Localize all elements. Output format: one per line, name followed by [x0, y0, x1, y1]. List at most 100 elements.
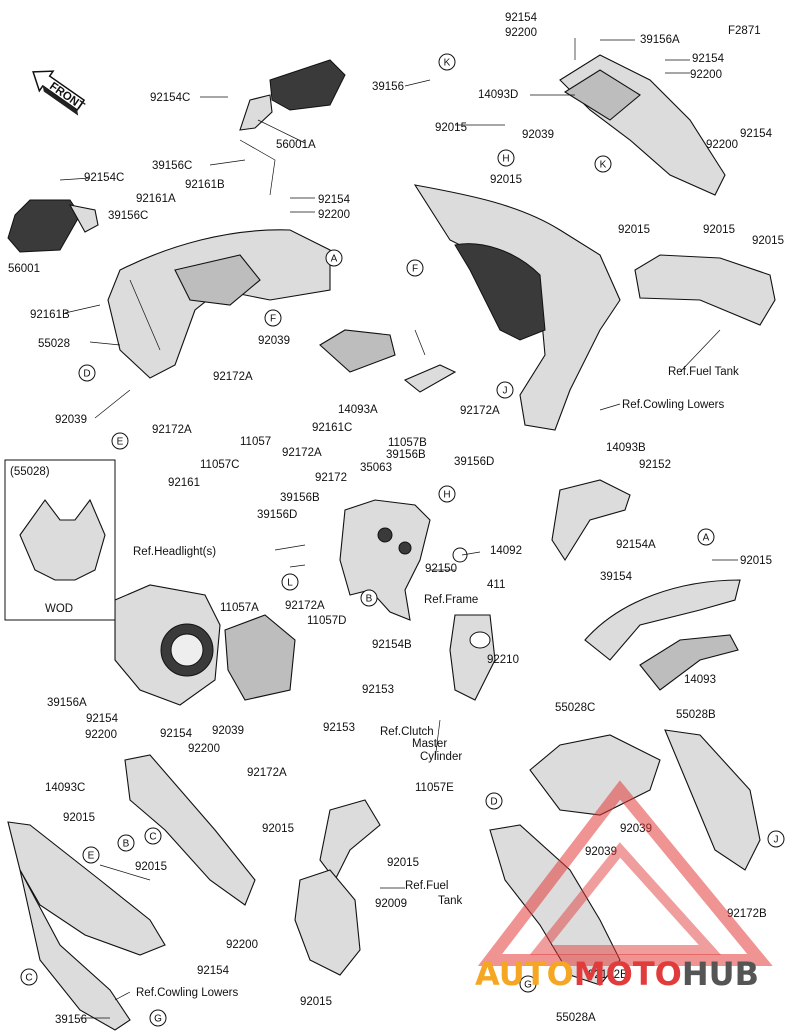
- svg-text:G: G: [154, 1014, 162, 1025]
- part-label: 39156C: [152, 160, 192, 172]
- part-label: 39156: [55, 1014, 87, 1026]
- headlight-assembly-part: [114, 584, 296, 706]
- svg-text:K: K: [600, 160, 607, 171]
- part-label: 39156D: [257, 509, 297, 521]
- part-label: 92200: [690, 69, 722, 81]
- callout-f: F: [406, 259, 424, 277]
- svg-text:F: F: [270, 314, 276, 325]
- callout-j: J: [496, 381, 514, 399]
- svg-text:D: D: [490, 797, 497, 808]
- part-label: Ref.Frame: [424, 594, 478, 606]
- part-label: 11057E: [415, 782, 454, 794]
- part-label: 92154: [505, 12, 538, 24]
- part-label: 39156B: [386, 449, 426, 461]
- part-label: 11057: [240, 436, 271, 448]
- wod-title: (55028): [10, 466, 50, 478]
- part-label: 92015: [300, 996, 332, 1008]
- frame-bracket-part: [449, 614, 496, 701]
- part-label: 92172A: [152, 424, 192, 436]
- part-label: 14092: [490, 545, 522, 557]
- part-label: 92039: [258, 335, 290, 347]
- cowling-lower-left-part: [7, 821, 166, 1031]
- part-label: 92200: [706, 139, 738, 151]
- front-arrow-icon: FRONT: [32, 70, 86, 116]
- svg-text:J: J: [503, 386, 508, 397]
- part-label: 92172B: [588, 969, 628, 981]
- part-label: 92154B: [372, 639, 412, 651]
- callout-c: C: [20, 968, 38, 986]
- part-label: 92039: [212, 725, 244, 737]
- part-label: 92015: [135, 861, 167, 873]
- part-label: 92154: [740, 128, 773, 140]
- part-label: 92200: [505, 27, 537, 39]
- callout-a: A: [697, 528, 715, 546]
- watermark-text: AUTOMOTOHUB: [475, 955, 759, 993]
- part-label: 92015: [435, 122, 467, 134]
- svg-text:E: E: [88, 851, 95, 862]
- part-label: 14093: [684, 674, 716, 686]
- center-bracket-part: [339, 499, 468, 621]
- part-label: 92161B: [30, 309, 70, 321]
- part-label: Ref.Cowling Lowers: [136, 987, 239, 999]
- part-label: 92161C: [312, 422, 352, 434]
- svg-text:B: B: [366, 594, 373, 605]
- part-label: 39156C: [108, 210, 148, 222]
- svg-text:K: K: [444, 58, 451, 69]
- wod-inset: (55028) WOD: [4, 459, 116, 621]
- part-label: 92154: [692, 53, 725, 65]
- callout-g: G: [149, 1009, 167, 1027]
- part-label: 55028: [38, 338, 70, 350]
- callout-c: C: [144, 827, 162, 845]
- callout-b: B: [117, 834, 135, 852]
- part-label: 55028C: [555, 702, 595, 714]
- part-label: 39156: [372, 81, 404, 93]
- part-label: 39154: [600, 571, 633, 583]
- part-label: 92172: [315, 472, 347, 484]
- svg-text:H: H: [502, 154, 509, 165]
- upper-side-panel-part: [559, 54, 726, 196]
- callout-k: K: [438, 53, 456, 71]
- svg-text:A: A: [331, 254, 338, 265]
- part-label: 92200: [318, 209, 350, 221]
- inner-panel-part: [319, 329, 457, 393]
- part-label: 92153: [362, 684, 394, 696]
- callout-l: L: [281, 573, 299, 591]
- fuel-tank-cover-part: [634, 254, 776, 326]
- part-label: 14093D: [478, 89, 518, 101]
- leader-lines: [59, 38, 738, 1019]
- svg-text:F: F: [412, 264, 418, 275]
- part-label: 14093C: [45, 782, 85, 794]
- part-label: 92154: [197, 965, 230, 977]
- callout-d: D: [485, 792, 503, 810]
- part-label: 56001: [8, 263, 40, 275]
- callout-e: E: [82, 846, 100, 864]
- part-label: F2871: [728, 25, 761, 37]
- part-label: 92172A: [282, 447, 322, 459]
- part-label: 55028A: [556, 1012, 596, 1024]
- part-label: Ref.Fuel Tank: [668, 366, 739, 378]
- part-label: 92161A: [136, 193, 176, 205]
- part-label: 92154A: [616, 539, 656, 551]
- part-label: Cylinder: [420, 751, 462, 763]
- part-label: 92009: [375, 898, 407, 910]
- part-label: 92015: [63, 812, 95, 824]
- part-label: 35063: [360, 462, 392, 474]
- svg-text:L: L: [287, 578, 293, 589]
- upper-cowling-part: [107, 229, 331, 379]
- svg-text:C: C: [149, 832, 156, 843]
- part-label: 92172A: [247, 767, 287, 779]
- part-label: 11057D: [307, 615, 346, 627]
- lower-panel-part: [124, 754, 256, 906]
- part-label: 92172B: [727, 908, 767, 920]
- svg-text:G: G: [524, 980, 532, 991]
- part-label: 92172A: [285, 600, 325, 612]
- part-label: 92015: [752, 235, 784, 247]
- part-label: 92015: [262, 823, 294, 835]
- part-label: 92154: [160, 728, 193, 740]
- part-label: Ref.Clutch: [380, 726, 434, 738]
- part-label: 92154C: [150, 92, 190, 104]
- part-label: 11057C: [200, 459, 239, 471]
- part-label: 56001A: [276, 139, 316, 151]
